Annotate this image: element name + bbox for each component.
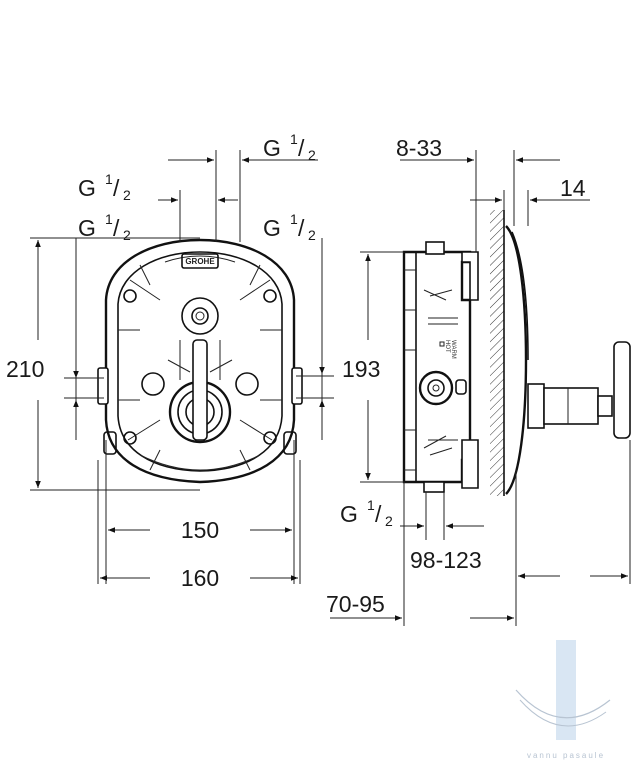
watermark: vannu pasaule [515,640,611,760]
label-side-body-range: 70-95 [326,591,385,617]
hot-mark: HOT [444,340,450,353]
label-front-outer-width: 160 [181,565,219,591]
front-view: GROHE [97,238,303,484]
left-screw [123,289,137,303]
top-bracket [461,251,479,301]
svg-text:/: / [113,175,120,201]
spindle-shaft [543,387,599,425]
bottom-bracket [461,439,479,489]
label-front-inner-width: 150 [181,517,219,543]
side-dimensions [330,150,631,626]
label-side-total-range: 98-123 [410,547,482,573]
right-screw [263,289,277,303]
spindle-tip [597,395,613,417]
body-bottom-tab [423,481,445,493]
svg-text:/: / [113,215,120,241]
side-view: WARM HOT [402,210,631,496]
label-front-left-thread: G 1 / 2 [78,211,131,243]
left-lug [97,367,109,405]
svg-text:G: G [78,215,96,241]
bottom-left-foot [103,431,117,455]
svg-text:G: G [263,215,281,241]
brand-plate [181,253,219,269]
svg-text:G: G [78,175,96,201]
side-port-inner [427,379,445,397]
label-side-bottom-thread: G 1 / 2 [340,497,393,529]
top-fitting-inner [191,307,209,325]
left-fitting [141,372,165,396]
svg-text:1: 1 [105,171,113,187]
wall-hatch [490,210,504,496]
svg-text:2: 2 [385,513,393,529]
label-front-right-thread: G 1 / 2 [263,211,316,243]
valve-body [402,250,472,484]
handle-lever [613,341,631,439]
right-fitting [235,372,259,396]
front-housing-inner [117,251,283,472]
svg-text:2: 2 [308,227,316,243]
right-bottom-screw [263,431,277,445]
svg-text:1: 1 [367,497,375,513]
svg-text:1: 1 [105,211,113,227]
svg-text:/: / [298,215,305,241]
left-bottom-screw [123,431,137,445]
label-side-height: 193 [342,356,380,382]
front-ribs [118,255,282,471]
label-front-height: 210 [6,356,44,382]
right-lug [291,367,303,405]
body-ribs [404,269,458,471]
spindle-sleeve [527,383,545,429]
svg-text:2: 2 [123,187,131,203]
brand-logo: GROHE [185,257,215,266]
side-port-outer [418,370,454,406]
watermark-bar [556,640,576,740]
watermark-text: vannu pasaule [527,751,605,760]
label-side-depth-range: 8-33 [396,135,442,161]
warm-mark: WARM [450,340,456,359]
svg-text:1: 1 [290,131,298,147]
front-dimensions [30,150,334,584]
label-side-plate: 14 [560,175,586,201]
front-housing-outline [104,238,296,484]
top-fitting-outer [181,297,219,335]
watermark-logo [515,689,611,719]
bottom-right-foot [283,431,297,455]
label-front-mid-thread: G 1 / 2 [78,171,131,203]
cover-plate [505,225,528,495]
body-top-tab [425,241,445,255]
svg-text:G: G [263,135,281,161]
svg-text:1: 1 [290,211,298,227]
label-front-top-thread: G 1 / 2 [263,131,316,163]
svg-text:2: 2 [123,227,131,243]
svg-text:2: 2 [308,147,316,163]
center-lever [192,339,208,441]
svg-text:/: / [375,501,382,527]
svg-text:/: / [298,135,305,161]
svg-text:G: G [340,501,358,527]
